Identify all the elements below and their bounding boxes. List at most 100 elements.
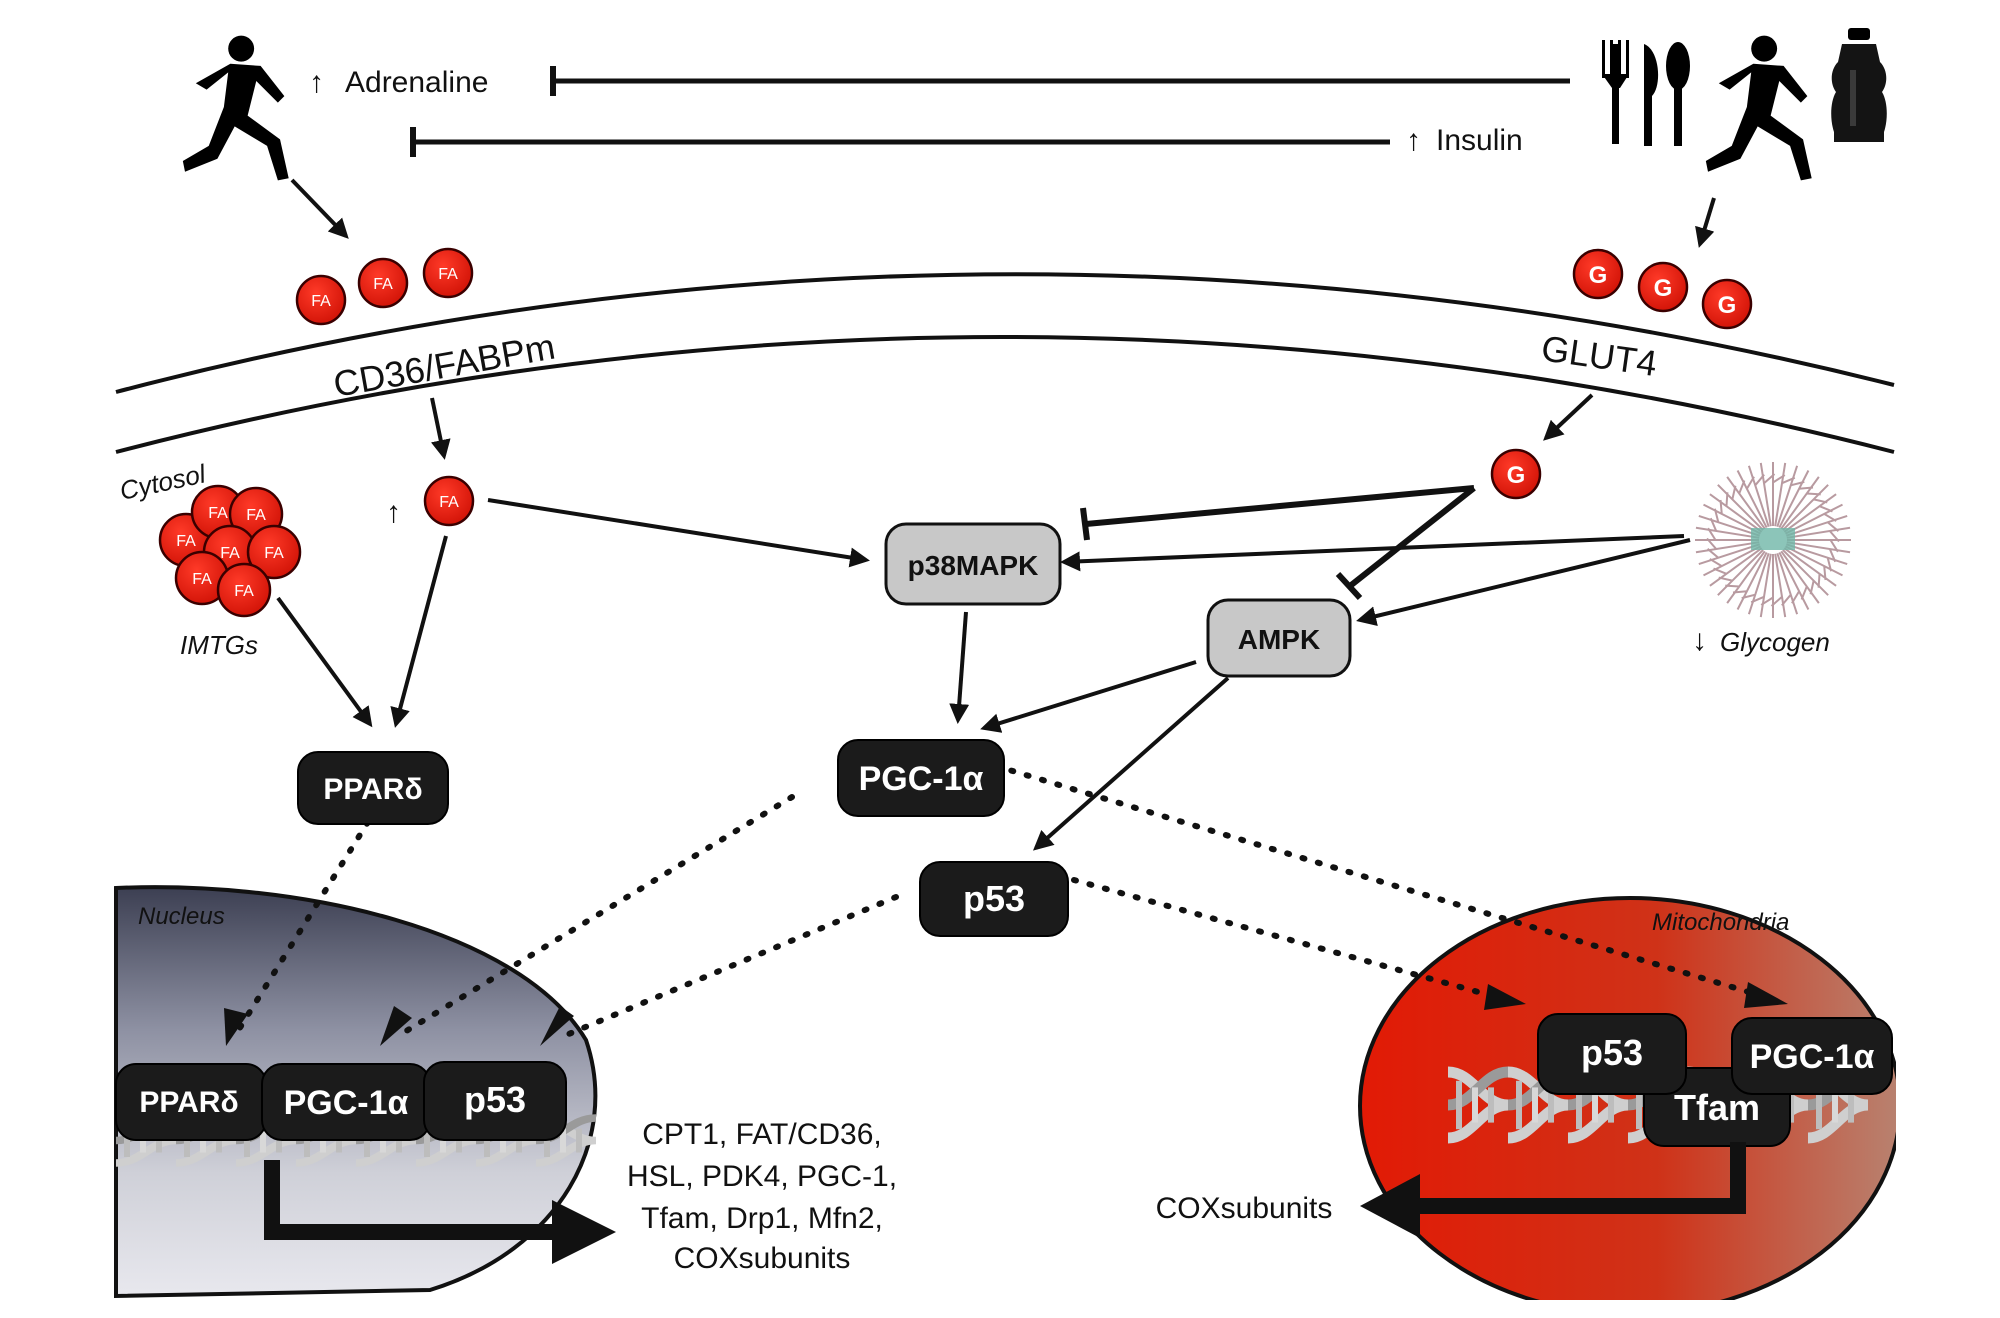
- arrow: [1356, 538, 1691, 626]
- svg-text:G: G: [1654, 275, 1673, 302]
- svg-text:FA: FA: [176, 533, 196, 550]
- runner-icon: [1705, 35, 1812, 181]
- membrane-outer: [115, 272, 1895, 394]
- runner-icon: [182, 35, 289, 181]
- mito-p53: p53: [1537, 1013, 1687, 1095]
- nucleus-label: Nucleus: [138, 903, 225, 930]
- glut4-label: GLUT4: [1539, 327, 1660, 384]
- arrowhead: [224, 1008, 248, 1046]
- svg-text:PPARδ: PPARδ: [323, 773, 422, 806]
- arrow: [276, 596, 373, 728]
- nuclear-p53: p53: [423, 1061, 567, 1141]
- svg-text:p38MAPK: p38MAPK: [908, 550, 1039, 581]
- imtgs-label: IMTGs: [180, 630, 258, 660]
- svg-text:CPT1, FAT/CD36,: CPT1, FAT/CD36,: [642, 1118, 882, 1151]
- water-bottle-icon: [1831, 28, 1887, 142]
- fatty-acid-molecule: FA: [422, 247, 474, 299]
- dotted-arrow: [233, 819, 371, 1037]
- fatty-acid-molecule: FA: [295, 274, 347, 326]
- svg-text:HSL, PDK4, PGC-1,: HSL, PDK4, PGC-1,: [627, 1160, 897, 1193]
- arrow: [487, 498, 870, 568]
- dotted-arrow: [561, 894, 899, 1039]
- inhibition-line: [1348, 485, 1476, 589]
- arrow: [980, 660, 1197, 733]
- svg-text:PGC-1α: PGC-1α: [1750, 1038, 1875, 1076]
- insulin-label: Insulin: [1436, 124, 1523, 157]
- p38mapk-node: p38MAPK: [884, 522, 1062, 606]
- fatty-acid-molecule: FA: [423, 475, 475, 527]
- p53-node: p53: [919, 861, 1069, 937]
- glucose-molecule: G: [1701, 278, 1753, 330]
- inhibition-bar: [1335, 571, 1363, 601]
- svg-text:PGC-1α: PGC-1α: [859, 760, 984, 798]
- arrowhead: [1744, 982, 1788, 1008]
- svg-text:FA: FA: [192, 571, 212, 588]
- mito-pgc1a: PGC-1α: [1731, 1017, 1893, 1095]
- ppard-node: PPARδ: [297, 751, 449, 825]
- dotted-arrow: [395, 794, 795, 1039]
- dotted-arrow: [1071, 877, 1503, 1001]
- arrow: [390, 535, 448, 728]
- inhibition-line: [1085, 485, 1475, 527]
- imtg-cluster: FA FA FA FA FA FA FA: [158, 484, 302, 618]
- glucose-molecule: G: [1490, 448, 1542, 500]
- svg-text:p53: p53: [464, 1079, 526, 1120]
- fatty-acid-molecule: FA: [357, 257, 409, 309]
- glucose-molecule: G: [1637, 261, 1689, 313]
- svg-text:FA: FA: [234, 583, 254, 600]
- svg-text:PPARδ: PPARδ: [139, 1086, 238, 1119]
- mito-target-genes: COXsubunits: [1156, 1192, 1333, 1225]
- arrowhead: [540, 1006, 574, 1046]
- svg-text:COXsubunits: COXsubunits: [674, 1242, 851, 1275]
- svg-text:G: G: [1507, 462, 1526, 489]
- arrowhead: [1360, 1174, 1420, 1238]
- mitochondria-label: Mitochondria: [1652, 909, 1789, 936]
- svg-text:AMPK: AMPK: [1238, 624, 1320, 655]
- svg-text:Tfam, Drp1, Mfn2,: Tfam, Drp1, Mfn2,: [641, 1202, 883, 1235]
- svg-text:G: G: [1718, 292, 1737, 319]
- svg-text:FA: FA: [373, 276, 393, 293]
- arrowhead: [380, 1006, 412, 1046]
- transcription-arrow: [1412, 1142, 1746, 1214]
- up-arrow-icon: ↑: [386, 496, 401, 529]
- arrow: [949, 611, 970, 724]
- cutlery-icon: [1602, 40, 1690, 146]
- svg-text:p53: p53: [963, 878, 1025, 919]
- arrow: [1695, 197, 1716, 248]
- glycogen-label: Glycogen: [1720, 627, 1830, 657]
- arrow: [1033, 676, 1230, 851]
- svg-text:FA: FA: [439, 494, 459, 511]
- svg-text:FA: FA: [220, 545, 240, 562]
- down-arrow-icon: ↓: [1692, 624, 1707, 657]
- svg-text:p53: p53: [1581, 1032, 1643, 1073]
- arrow: [290, 178, 349, 239]
- ampk-node: AMPK: [1206, 598, 1352, 678]
- svg-text:FA: FA: [246, 507, 266, 524]
- glycogen-granule-icon: [1695, 462, 1851, 618]
- svg-text:FA: FA: [208, 505, 228, 522]
- arrowhead: [1484, 984, 1526, 1010]
- svg-text:FA: FA: [438, 266, 458, 283]
- arrowhead: [552, 1200, 616, 1264]
- glucose-molecule: G: [1572, 248, 1624, 300]
- nuclear-ppard: PPARδ: [115, 1063, 267, 1141]
- dotted-arrow: [993, 763, 1765, 999]
- nuclear-pgc1a: PGC-1α: [261, 1063, 431, 1141]
- up-arrow-icon: ↑: [309, 66, 324, 99]
- arrow: [1543, 393, 1594, 441]
- svg-text:PGC-1α: PGC-1α: [284, 1084, 409, 1122]
- arrow: [1060, 534, 1685, 572]
- adrenaline-label: Adrenaline: [345, 66, 488, 99]
- membrane-inner: [115, 335, 1895, 454]
- nuclear-target-genes: CPT1, FAT/CD36, HSL, PDK4, PGC-1, Tfam, …: [627, 1118, 897, 1275]
- inhibition-bar: [1080, 507, 1090, 541]
- up-arrow-icon: ↑: [1406, 124, 1421, 157]
- svg-text:FA: FA: [311, 293, 331, 310]
- svg-text:FA: FA: [264, 545, 284, 562]
- pgc1a-node: PGC-1α: [837, 739, 1005, 817]
- arrow: [430, 397, 451, 460]
- transcription-arrow: [264, 1160, 560, 1240]
- svg-text:G: G: [1589, 262, 1608, 289]
